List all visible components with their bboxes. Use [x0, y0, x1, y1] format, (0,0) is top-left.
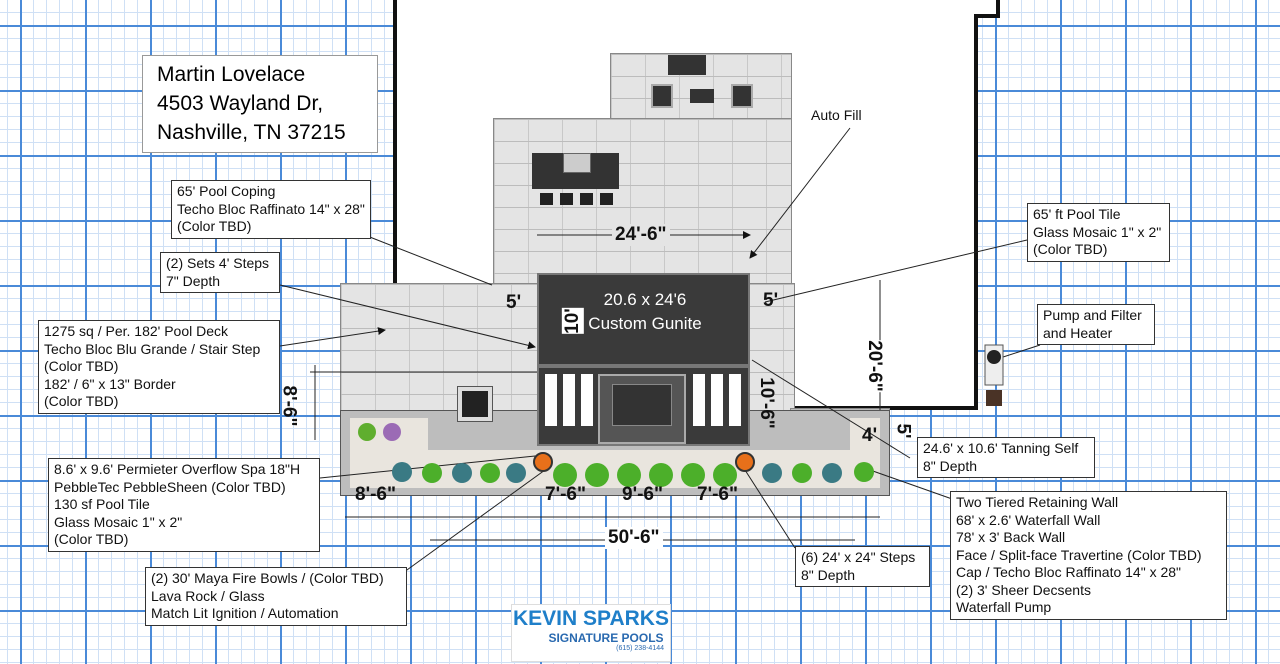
pump-icon	[987, 350, 1001, 364]
leader-line	[279, 284, 536, 350]
pool-size: 20.6 x 24'6	[603, 290, 687, 309]
dim-right-gap: 5'	[763, 290, 779, 311]
callout-line: 130 sf Pool Tile	[54, 496, 150, 512]
dim-seg2: 9'-6"	[622, 484, 663, 505]
sun-lounger	[545, 374, 595, 426]
callout-line: Cap / Techo Bloc Raffinato 14" x 28"	[956, 564, 1182, 580]
dim-side-4: 4'	[862, 425, 878, 446]
dim-pool-depth: 10'	[561, 308, 584, 334]
leader-line	[999, 344, 1041, 359]
fire-bowl	[735, 452, 755, 472]
callout-line: Face / Split-face Travertine (Color TBD)	[956, 546, 1202, 563]
callout-line: and Heater	[1043, 324, 1113, 341]
dim-left-side: 8'-6"	[278, 385, 300, 427]
callout-line: 7" Depth	[166, 272, 221, 289]
callout-line: (2) Sets 4' Steps	[166, 255, 270, 271]
leader-line	[356, 231, 493, 286]
callout-line: 8" Depth	[801, 566, 856, 583]
callout-line: Pump and Filter	[1043, 307, 1142, 323]
leader-line	[764, 239, 1028, 303]
callout-line: Match Lit Ignition / Automation	[151, 605, 339, 621]
logo-tagline: SIGNATURE POOLS	[548, 631, 664, 645]
grill	[563, 153, 591, 173]
callout-line: (2) 3' Sheer Decsents	[956, 581, 1091, 598]
lounge-chair	[651, 84, 673, 108]
heater-icon	[986, 390, 1002, 406]
pool-label: 20.6 x 24'6 Custom Gunite	[560, 288, 730, 336]
callout-line: Two Tiered Retaining Wall	[956, 494, 1119, 510]
fire-bowl	[533, 452, 553, 472]
callout-line: 8" Depth	[923, 457, 978, 474]
dim-left-gap: 5'	[506, 292, 522, 313]
callout-line: Glass Mosaic 1" x 2"	[54, 513, 183, 530]
callout-line: 68' x 2.6' Waterfall Wall	[956, 511, 1101, 528]
dim-side-5: 5'	[892, 423, 914, 439]
plants	[358, 423, 874, 487]
client-name: Martin Lovelace	[157, 63, 306, 86]
coffee-table	[690, 89, 714, 103]
leader-line	[399, 469, 546, 576]
callout-line: Techo Bloc Blu Grande / Stair Step	[44, 340, 261, 357]
sun-lounger	[693, 374, 743, 426]
leader-line	[869, 469, 956, 501]
callout-line: PebbleTec PebbleSheen (Color TBD)	[54, 478, 286, 495]
callout-line: (6) 24' x 24" Steps	[801, 549, 916, 565]
client-street: 4503 Wayland Dr,	[157, 92, 324, 115]
leader-line	[749, 127, 851, 259]
callout-line: 78' x 3' Back Wall	[956, 529, 1066, 545]
callout-firebowls: (2) 30' Maya Fire Bowls / (Color TBD)Lav…	[145, 567, 407, 626]
callout-line: (Color TBD)	[1033, 241, 1108, 257]
callout-line: (Color TBD)	[177, 218, 252, 234]
lounge-furniture	[668, 55, 706, 75]
callout-line: (Color TBD)	[44, 358, 119, 374]
bar-stools	[540, 193, 615, 205]
callout-line: 65' Pool Coping	[177, 183, 276, 199]
client-city: Nashville, TN 37215	[157, 121, 346, 144]
logo-phone: (615) 238-4144	[616, 645, 664, 652]
leader-line	[744, 469, 796, 549]
leader-line	[279, 327, 386, 347]
callout-line: 24.6' x 10.6' Tanning Self	[923, 440, 1079, 456]
lounge-chair	[731, 84, 753, 108]
logo-name: KEVIN SPARKS	[513, 607, 669, 630]
callout-line: 65' ft Pool Tile	[1033, 206, 1121, 222]
callout-line: (2) 30' Maya Fire Bowls / (Color TBD)	[151, 570, 384, 586]
dim-total: 50'-6"	[605, 527, 663, 549]
spa-inner	[612, 384, 672, 426]
dining-table	[457, 386, 493, 422]
callout-line: Auto Fill	[811, 107, 862, 123]
callout-line: Techo Bloc Raffinato 14" x 28"	[177, 200, 365, 217]
callout-line: 1275 sq / Per. 182' Pool Deck	[44, 323, 229, 339]
callout-line: (Color TBD)	[44, 393, 119, 409]
dim-seg3: 7'-6"	[697, 484, 738, 505]
dim-seg1: 7'-6"	[545, 484, 586, 505]
dim-spa-depth: 10'-6"	[755, 377, 777, 429]
callout-line: 182' / 6" x 13" Border	[44, 375, 176, 392]
callout-line: Glass Mosaic 1" x 2"	[1033, 223, 1162, 240]
dim-right-total: 20'-6"	[862, 340, 885, 392]
company-logo: KEVIN SPARKS SIGNATURE POOLS (615) 238-4…	[511, 604, 671, 662]
dim-left-span: 8'-6"	[355, 484, 396, 505]
dim-pool-width: 24'-6"	[612, 224, 670, 246]
callout-autofill: Auto Fill	[806, 105, 867, 127]
client-address: Martin Lovelace 4503 Wayland Dr, Nashvil…	[142, 55, 378, 153]
callout-line: Waterfall Pump	[956, 599, 1052, 615]
leader-line	[751, 359, 911, 459]
callout-line: 8.6' x 9.6' Permieter Overflow Spa 18"H	[54, 461, 301, 477]
callout-line: (Color TBD)	[54, 531, 129, 547]
callout-line: Lava Rock / Glass	[151, 587, 265, 604]
pool-type: Custom Gunite	[588, 314, 702, 333]
